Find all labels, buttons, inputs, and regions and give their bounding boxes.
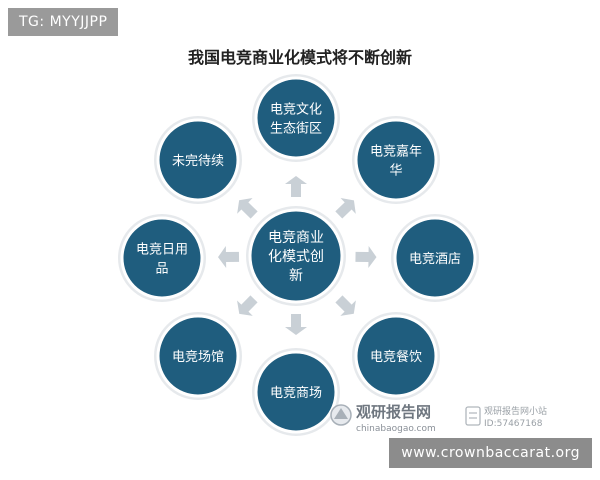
node-top-right-circle bbox=[354, 118, 438, 202]
footer-badge: www.crownbaccarat.org bbox=[389, 438, 592, 468]
node-top-right-label-line: 电竞嘉年 bbox=[370, 144, 422, 160]
node-bottom: 电竞商场 bbox=[252, 348, 340, 436]
node-left-circle bbox=[120, 216, 204, 300]
arrow-top-icon bbox=[285, 176, 307, 197]
node-bottom-right-circle bbox=[354, 314, 438, 398]
center-label-line: 电竞商业 bbox=[268, 229, 324, 246]
watermark-side-name: 观研报告网小站 bbox=[484, 405, 547, 417]
node-right-circle bbox=[393, 216, 477, 300]
arrow-group bbox=[218, 176, 377, 335]
arrow-bottom-right-icon bbox=[335, 295, 356, 316]
watermark-side-icon bbox=[465, 406, 481, 426]
arrow-top-right-icon bbox=[335, 197, 356, 219]
tg-badge: TG: MYYJJPP bbox=[8, 8, 119, 36]
watermark-brand: 观研报告网 bbox=[356, 403, 431, 421]
node-bottom-left-circle bbox=[156, 314, 240, 398]
node-bottom-label-line: 电竞商场 bbox=[270, 385, 322, 401]
watermark: 观研报告网 chinabaogao.com 观研报告网小站 ID:5746716… bbox=[330, 403, 547, 434]
node-top-label-line: 电竞文化 bbox=[270, 102, 322, 118]
center-label-line: 新 bbox=[289, 268, 303, 284]
node-top-label-line: 生态街区 bbox=[270, 122, 322, 137]
node-top-right-label-line: 华 bbox=[389, 164, 402, 179]
page-title: 我国电竞商业化模式将不断创新 bbox=[187, 48, 412, 67]
node-bottom-left-label-line: 电竞场馆 bbox=[172, 349, 224, 365]
center-label-line: 化模式创 bbox=[268, 249, 324, 265]
arrow-bottom-left-icon bbox=[237, 295, 258, 316]
node-bottom-left: 电竞场馆 bbox=[154, 312, 242, 400]
node-top-left-label-line: 未完待续 bbox=[172, 154, 224, 169]
node-top-circle bbox=[254, 76, 338, 160]
node-top-left-circle bbox=[156, 118, 240, 202]
arrow-right-icon bbox=[355, 246, 377, 269]
center-circle bbox=[248, 208, 344, 304]
node-top-left: 未完待续 bbox=[154, 116, 242, 204]
node-bottom-right-label-line: 电竞餐饮 bbox=[370, 349, 422, 365]
watermark-logo-icon bbox=[330, 404, 352, 426]
node-bottom-right: 电竞餐饮 bbox=[352, 312, 440, 400]
node-left-label-line: 品 bbox=[155, 262, 168, 277]
watermark-url: chinabaogao.com bbox=[356, 424, 436, 434]
watermark-side-id: ID:57467168 bbox=[484, 419, 543, 429]
arrow-left-icon bbox=[218, 246, 240, 269]
arrow-top-left-icon bbox=[237, 198, 258, 219]
node-bottom-circle bbox=[254, 350, 338, 434]
node-right-label-line: 电竞酒店 bbox=[409, 251, 461, 267]
node-left-label-line: 电竞日用 bbox=[136, 242, 188, 258]
node-right: 电竞酒店 bbox=[391, 214, 479, 302]
arrow-bottom-icon bbox=[285, 314, 307, 335]
